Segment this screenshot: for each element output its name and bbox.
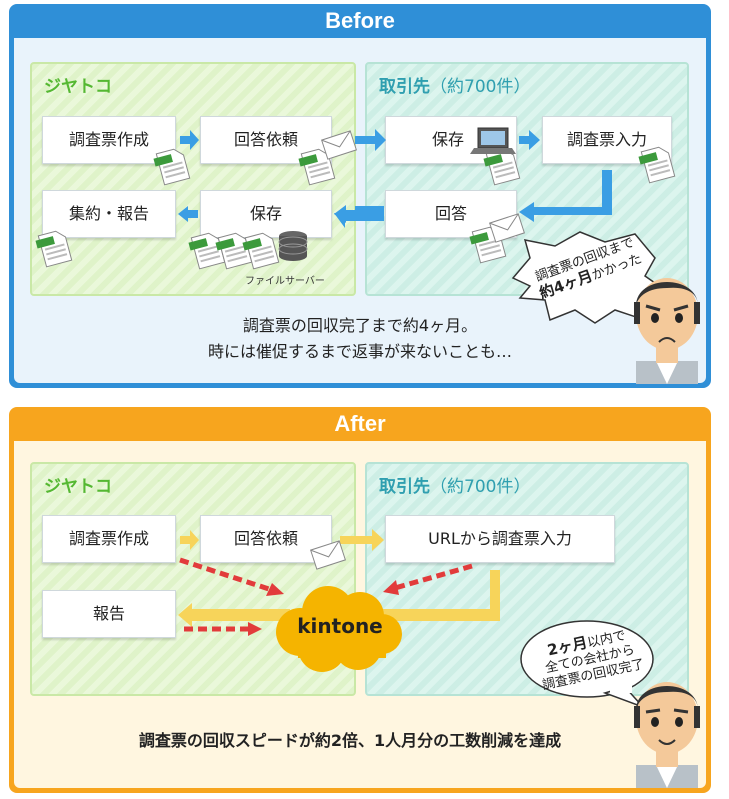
after-partner-subtitle: （約700件） [430,477,531,497]
before-partner-subtitle: （約700件） [430,77,531,97]
after-partner-box-input: URLから調査票入力 [385,515,615,563]
before-caption: 調査票の回収完了まで約4ヶ月。 時には催促するまで返事が来ないことも… [150,313,570,365]
after-arrows [178,529,500,636]
smiling-man-avatar [634,682,700,788]
kintone-cloud-icon [276,586,402,672]
before-jatco-title: ジヤトコ [44,77,112,97]
before-title: Before [325,8,395,33]
after-box-create: 調査票作成 [42,515,176,563]
arrow-left-icon [178,206,198,222]
excel-doc-icon [151,146,191,187]
before-box-save: 保存 [200,190,332,238]
before-box-create: 調査票作成 [42,116,176,164]
envelope-icon [310,540,346,570]
before-doc-icons [33,127,676,271]
before-caption-line2: 時には催促するまで返事が来ないことも… [207,342,512,361]
arrow-down-left-icon [519,170,612,222]
arrow-right-icon [340,529,384,551]
after-partner-title: 取引先（約700件） [379,477,531,497]
before-partner-title: 取引先（約700件） [379,77,531,97]
envelope-icon [489,213,525,243]
arrow-right-icon [180,130,199,150]
excel-doc-icon [186,230,226,271]
laptop-icon [470,127,516,154]
before-arrows [178,129,612,228]
arrow-left-icon [178,603,290,627]
excel-doc-icon [636,144,676,185]
after-jatco-title: ジヤトコ [44,477,112,497]
worried-man-avatar [634,278,700,384]
file-server-label: ファイルサーバー [245,276,325,287]
after-box-request: 回答依頼 [200,515,332,563]
red-dashed-arrow [179,557,273,593]
arrow-right-icon [355,129,386,151]
after-title: After [334,411,386,436]
excel-doc-icon [33,228,73,269]
after-box-report: 報告 [42,590,176,638]
kintone-label: kintone [297,614,383,638]
before-partner-box-answer: 回答 [385,190,517,238]
after-speech-bubble [520,620,654,708]
after-caption: 調査票の回収スピードが約2倍、1人月分の工数削減を達成 [138,731,562,750]
before-box-report: 集約・報告 [42,190,176,238]
before-caption-line1: 調査票の回収完了まで約4ヶ月。 [242,316,478,335]
arrow-right-icon [519,130,540,150]
database-icon [278,231,308,261]
envelope-icon [321,130,357,160]
arrow-right-icon [180,530,199,550]
